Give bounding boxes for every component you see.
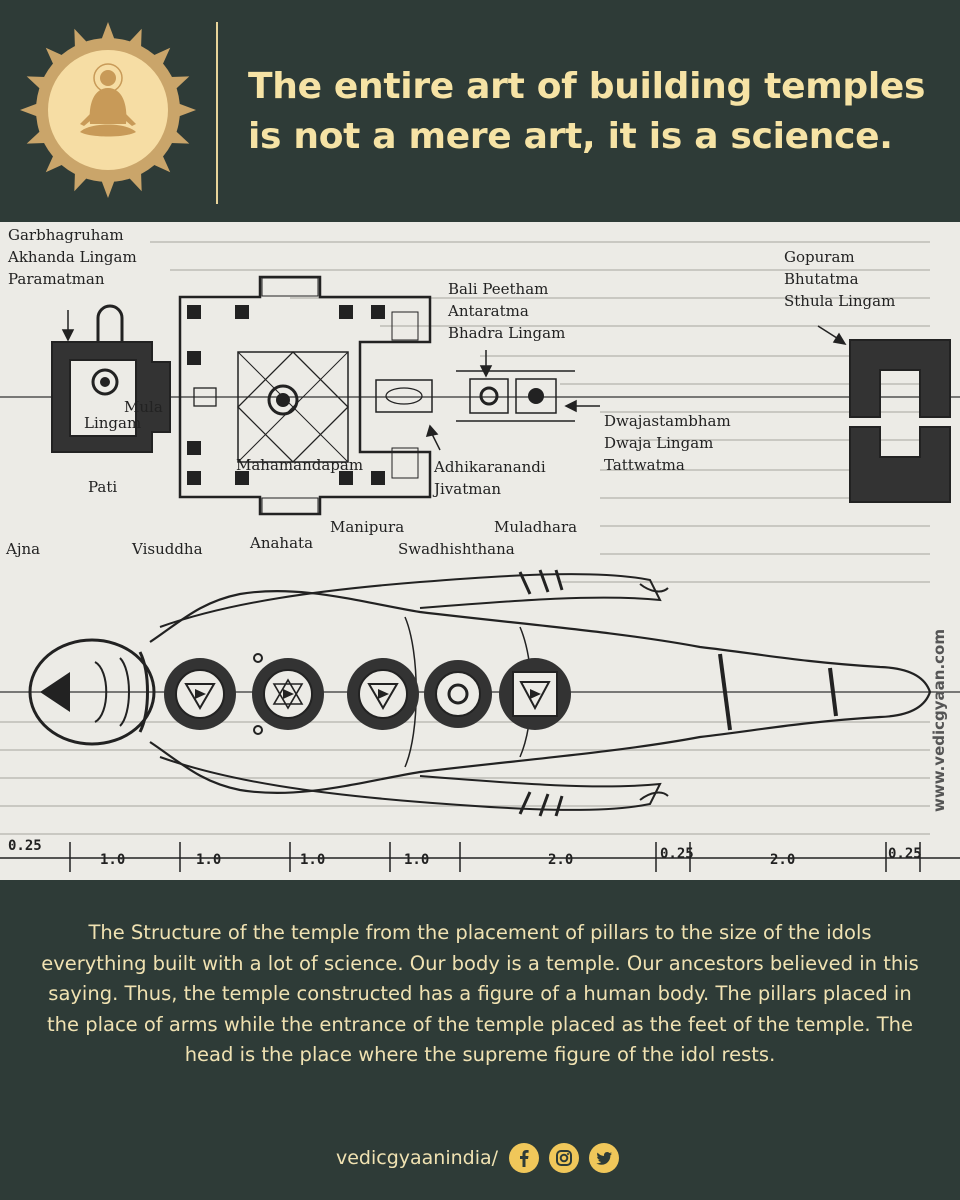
chakra-anahata xyxy=(252,658,324,730)
label-tattwatma: Tattwatma xyxy=(604,456,685,474)
page-title: The entire art of building temples is no… xyxy=(248,66,926,157)
label-akhanda-lingam: Akhanda Lingam xyxy=(7,248,137,266)
dimension-label: 0.25 xyxy=(8,838,42,854)
temple-body-diagram: Garbhagruham Akhanda Lingam Paramatman M… xyxy=(0,222,960,880)
label-sthula-lingam: Sthula Lingam xyxy=(784,292,895,310)
chakra-swadhishthana xyxy=(424,660,492,728)
label-garbhagruham: Garbhagruham xyxy=(8,226,124,244)
label-mahamandapam: Mahamandapam xyxy=(236,456,363,474)
dimension-scale xyxy=(0,842,960,872)
label-pati: Pati xyxy=(88,478,117,496)
label-bhadra-lingam: Bhadra Lingam xyxy=(448,324,565,342)
meditation-lotus-logo xyxy=(20,22,196,198)
chakra-muladhara xyxy=(499,658,571,730)
label-gopuram: Gopuram xyxy=(784,248,855,266)
label-jivatman: Jivatman xyxy=(432,480,501,498)
description-text: The Structure of the temple from the pla… xyxy=(41,921,919,1066)
chakra-visuddha xyxy=(164,658,236,730)
human-body-figure xyxy=(28,569,932,817)
label-visuddha: Visuddha xyxy=(131,540,203,558)
label-paramatman: Paramatman xyxy=(8,270,105,288)
label-bhutatma: Bhutatma xyxy=(784,270,859,288)
watermark-url: www.vedicgyaan.com xyxy=(930,629,948,812)
dimension-label: 0.25 xyxy=(660,846,694,862)
label-swadhishthana: Swadhishthana xyxy=(398,540,515,558)
label-adhikaranandi: Adhikaranandi xyxy=(433,458,546,476)
dimension-label: 2.0 xyxy=(548,852,573,868)
twitter-icon[interactable] xyxy=(589,1143,620,1173)
label-manipura: Manipura xyxy=(330,518,404,536)
header: The entire art of building temples is no… xyxy=(0,0,960,222)
dimension-label: 0.25 xyxy=(888,846,922,862)
temple-plan xyxy=(51,275,951,516)
pointer-arrows xyxy=(61,310,847,451)
dimension-label: 1.0 xyxy=(100,852,125,868)
chakra-manipura xyxy=(347,658,419,730)
dimension-label: 2.0 xyxy=(770,852,795,868)
social-handle[interactable]: vedicgyaanindia/ xyxy=(335,1147,499,1169)
label-ajna: Ajna xyxy=(5,540,40,558)
dimension-label: 1.0 xyxy=(196,852,221,868)
facebook-icon[interactable] xyxy=(509,1143,540,1173)
label-dwajastambham: Dwajastambham xyxy=(604,412,731,430)
dimension-label: 1.0 xyxy=(404,852,429,868)
label-muladhara: Muladhara xyxy=(494,518,577,536)
dimension-labels: 0.25 1.0 1.0 1.0 1.0 2.0 0.25 2.0 0.25 xyxy=(8,838,922,868)
social-bar: vedicgyaanindia/ xyxy=(0,1140,960,1176)
label-bali-peetham: Bali Peetham xyxy=(448,280,548,298)
instagram-icon[interactable] xyxy=(549,1143,580,1173)
header-divider xyxy=(216,22,218,204)
diagram-drawing: Garbhagruham Akhanda Lingam Paramatman M… xyxy=(0,226,960,872)
label-antaratma: Antaratma xyxy=(447,302,529,320)
chakra-symbols xyxy=(164,653,571,735)
label-mula: Mula xyxy=(124,398,163,416)
dimension-label: 1.0 xyxy=(300,852,325,868)
label-dwaja-lingam: Dwaja Lingam xyxy=(604,434,713,452)
label-lingam: Lingam xyxy=(84,414,141,432)
label-anahata: Anahata xyxy=(249,534,313,552)
